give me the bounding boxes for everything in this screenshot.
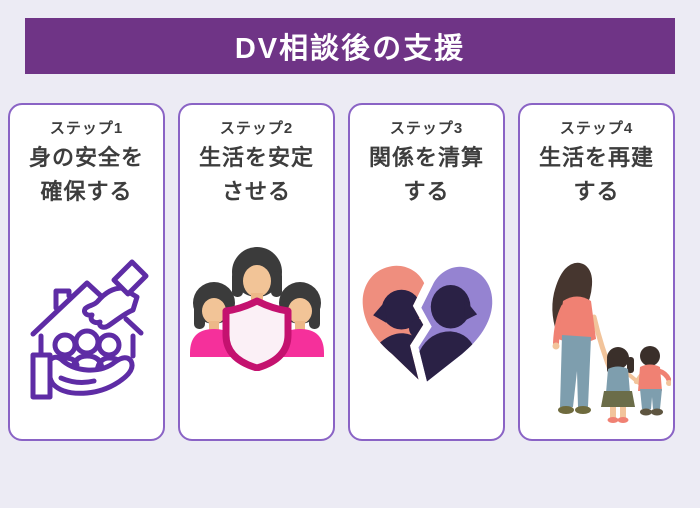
step-title-2-line2: させる	[221, 179, 291, 204]
steps-row: ステップ1 身の安全を 確保する	[0, 103, 700, 441]
hands-sheltering-family-house-icon	[25, 255, 149, 410]
step-title-4: 生活を再建 する	[520, 141, 673, 209]
step-card-3: ステップ3 関係を清算 する	[348, 103, 505, 441]
step-card-1: ステップ1 身の安全を 確保する	[8, 103, 165, 441]
step-label-4: ステップ4	[559, 120, 634, 137]
women-group-shield-icon	[187, 245, 327, 376]
step-title-1-line2: 確保する	[40, 179, 133, 204]
step-card-2: ステップ2 生活を安定 させる	[178, 103, 335, 441]
mother-children-walking-icon	[523, 255, 672, 430]
page-title: DV相談後の支援	[234, 33, 466, 65]
step-title-4-line2: する	[573, 179, 620, 204]
step-label-3: ステップ3	[389, 120, 464, 137]
step-title-4-line1: 生活を再建	[538, 145, 654, 170]
title-banner: DV相談後の支援	[25, 18, 675, 74]
step-title-3-line2: する	[403, 179, 450, 204]
broken-heart-couple-icon	[358, 247, 496, 398]
step-title-2-line1: 生活を安定	[198, 145, 314, 170]
step-title-1-line1: 身の安全を	[28, 145, 144, 170]
step-card-4: ステップ4 生活を再建 する	[518, 103, 675, 441]
step-label-2: ステップ2	[219, 120, 294, 137]
step-title-3: 関係を清算 する	[350, 141, 503, 209]
step-title-3-line1: 関係を清算	[368, 145, 484, 170]
step-title-2: 生活を安定 させる	[180, 141, 333, 209]
step-title-1: 身の安全を 確保する	[10, 141, 163, 209]
step-label-1: ステップ1	[49, 120, 124, 137]
